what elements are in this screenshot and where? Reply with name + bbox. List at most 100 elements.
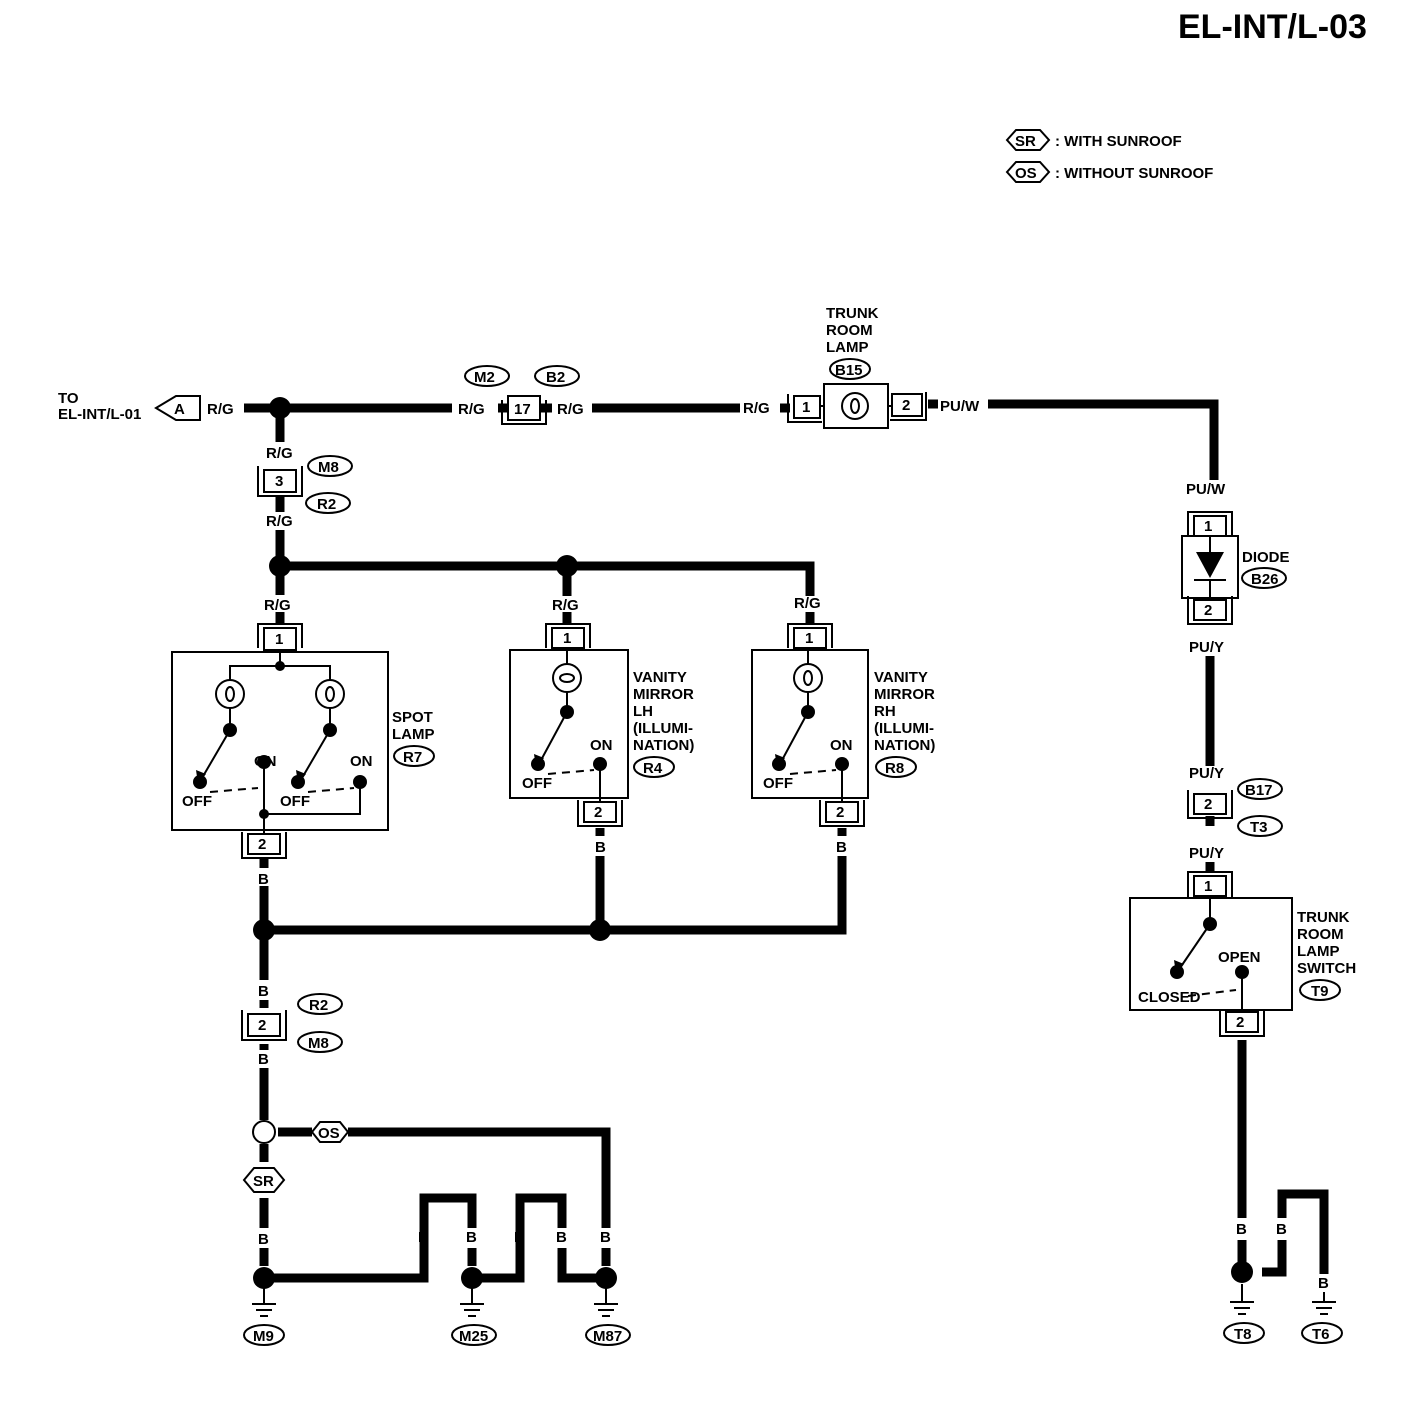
component-tag: T9: [1311, 983, 1329, 1000]
bulb-icon: [315, 679, 345, 709]
wire-label: R/G: [264, 597, 291, 614]
wire-label: R/G: [557, 401, 584, 418]
connector-m2-b2: M2 B2 17: [464, 365, 580, 425]
ground-tag-t6: T6: [1312, 1326, 1330, 1343]
wire-label: B: [418, 1229, 429, 1246]
switch-label-on: ON: [590, 737, 613, 754]
switch-label-on: ON: [350, 753, 373, 770]
wire-label: PU/W: [940, 398, 980, 415]
label: ROOM: [1297, 926, 1344, 943]
grounds-right: T8 T6: [1223, 1284, 1343, 1344]
pin-label: 2: [258, 836, 266, 853]
label: LH: [633, 703, 653, 720]
switch-label-closed: CLOSED: [1138, 989, 1201, 1006]
pin-label: 1: [805, 630, 813, 647]
to-ref-line1: TO: [58, 390, 79, 407]
label: TRUNK: [1297, 909, 1350, 926]
junctions: [252, 397, 1253, 1289]
grounds-left: M9 M25 M87: [243, 1286, 631, 1346]
pin-label: 2: [836, 804, 844, 821]
connector-tag-m8: M8: [308, 1035, 329, 1052]
label: LAMP: [826, 339, 869, 356]
wire-label: B: [595, 839, 606, 856]
pin-label: 2: [902, 397, 910, 414]
switch-label-off: OFF: [522, 775, 552, 792]
bulb-icon: [552, 663, 582, 693]
label: MIRROR: [633, 686, 694, 703]
connector-r2-m8-lower: 2 R2 M8: [241, 993, 343, 1053]
connector-tag-b17: B17: [1245, 782, 1273, 799]
wire-label: R/G: [794, 595, 821, 612]
wire-label: PU/Y: [1189, 845, 1224, 862]
connector-m8-r2: 3 M8 R2: [257, 455, 353, 514]
wire-label: B: [514, 1229, 525, 1246]
wire-label: B: [258, 1051, 269, 1068]
pin-label: 2: [594, 804, 602, 821]
pin-label: 1: [275, 631, 283, 648]
ground-tag-t8: T8: [1234, 1326, 1252, 1343]
pin-label: 17: [514, 401, 531, 418]
legend-os-text: : WITHOUT SUNROOF: [1055, 165, 1213, 182]
switch-label-off: OFF: [763, 775, 793, 792]
wire-label: R/G: [552, 597, 579, 614]
vanity-mirror-rh: 1 OFF ON 2 VANITY MIRROR RH (ILLUMI- NAT…: [751, 623, 935, 827]
diode: 1 2 DIODE B26: [1181, 511, 1290, 625]
wire-label: B: [258, 983, 269, 1000]
component-tag: B15: [835, 362, 863, 379]
label: SWITCH: [1297, 960, 1356, 977]
page-id: EL-INT/L-03: [1178, 8, 1367, 46]
wire-label: R/G: [458, 401, 485, 418]
bulb-icon: [841, 392, 869, 420]
label: (ILLUMI-: [633, 720, 693, 737]
pin-label: 3: [275, 473, 283, 490]
legend-sr-tag: SR: [1015, 133, 1036, 150]
switch-label-on: ON: [254, 753, 277, 770]
wire-label: B: [258, 871, 269, 888]
label: NATION): [874, 737, 935, 754]
wire-label: B: [1236, 1221, 1247, 1238]
label: MIRROR: [874, 686, 935, 703]
bulb-icon: [793, 663, 823, 693]
wire-label: PU/Y: [1189, 639, 1224, 656]
label: NATION): [633, 737, 694, 754]
wire-label: R/G: [207, 401, 234, 418]
legend-os-tag: OS: [1015, 165, 1037, 182]
label: ROOM: [826, 322, 873, 339]
switch-label-on: ON: [830, 737, 853, 754]
ground-tag-m9: M9: [253, 1328, 274, 1345]
label: DIODE: [1242, 549, 1290, 566]
ground-tag-m25: M25: [459, 1328, 488, 1345]
connector-tag-r2: R2: [309, 997, 328, 1014]
pin-label: 2: [258, 1017, 266, 1034]
connector-tag-t3: T3: [1250, 819, 1268, 836]
connector-tag-m2: M2: [474, 369, 495, 386]
wire-label: R/G: [266, 445, 293, 462]
wire-label: B: [556, 1229, 567, 1246]
wire-label: B: [836, 839, 847, 856]
component-tag: R8: [885, 760, 904, 777]
switch-label-off: OFF: [182, 793, 212, 810]
spot-lamp: 1 OFF ON OFF ON 2 SPOT LAMP: [171, 623, 435, 859]
component-tag: B26: [1251, 571, 1279, 588]
wire-label: B: [466, 1229, 477, 1246]
pin-label: 2: [1204, 602, 1212, 619]
label: VANITY: [874, 669, 928, 686]
label: SPOT: [392, 709, 433, 726]
ground-tag-m87: M87: [593, 1328, 622, 1345]
wire-label: PU/W: [1186, 481, 1226, 498]
vanity-mirror-lh: 1 OFF ON 2 VANITY MIRROR LH (ILLUMI- NAT…: [509, 623, 694, 827]
label: TRUNK: [826, 305, 879, 322]
switch-label-off: OFF: [280, 793, 310, 810]
switch-label-open: OPEN: [1218, 949, 1261, 966]
connector-b17-t3: 2 B17 T3: [1187, 778, 1283, 837]
connector-tag-r2: R2: [317, 496, 336, 513]
option-tags: OS SR: [242, 1121, 350, 1193]
legend: SR : WITH SUNROOF OS : WITHOUT SUNROOF: [1005, 129, 1213, 183]
bulb-icon: [215, 679, 245, 709]
wire-label: R/G: [266, 513, 293, 530]
label: VANITY: [633, 669, 687, 686]
label: LAMP: [1297, 943, 1340, 960]
connector-tag-m8: M8: [318, 459, 339, 476]
pin-label: 1: [802, 399, 810, 416]
